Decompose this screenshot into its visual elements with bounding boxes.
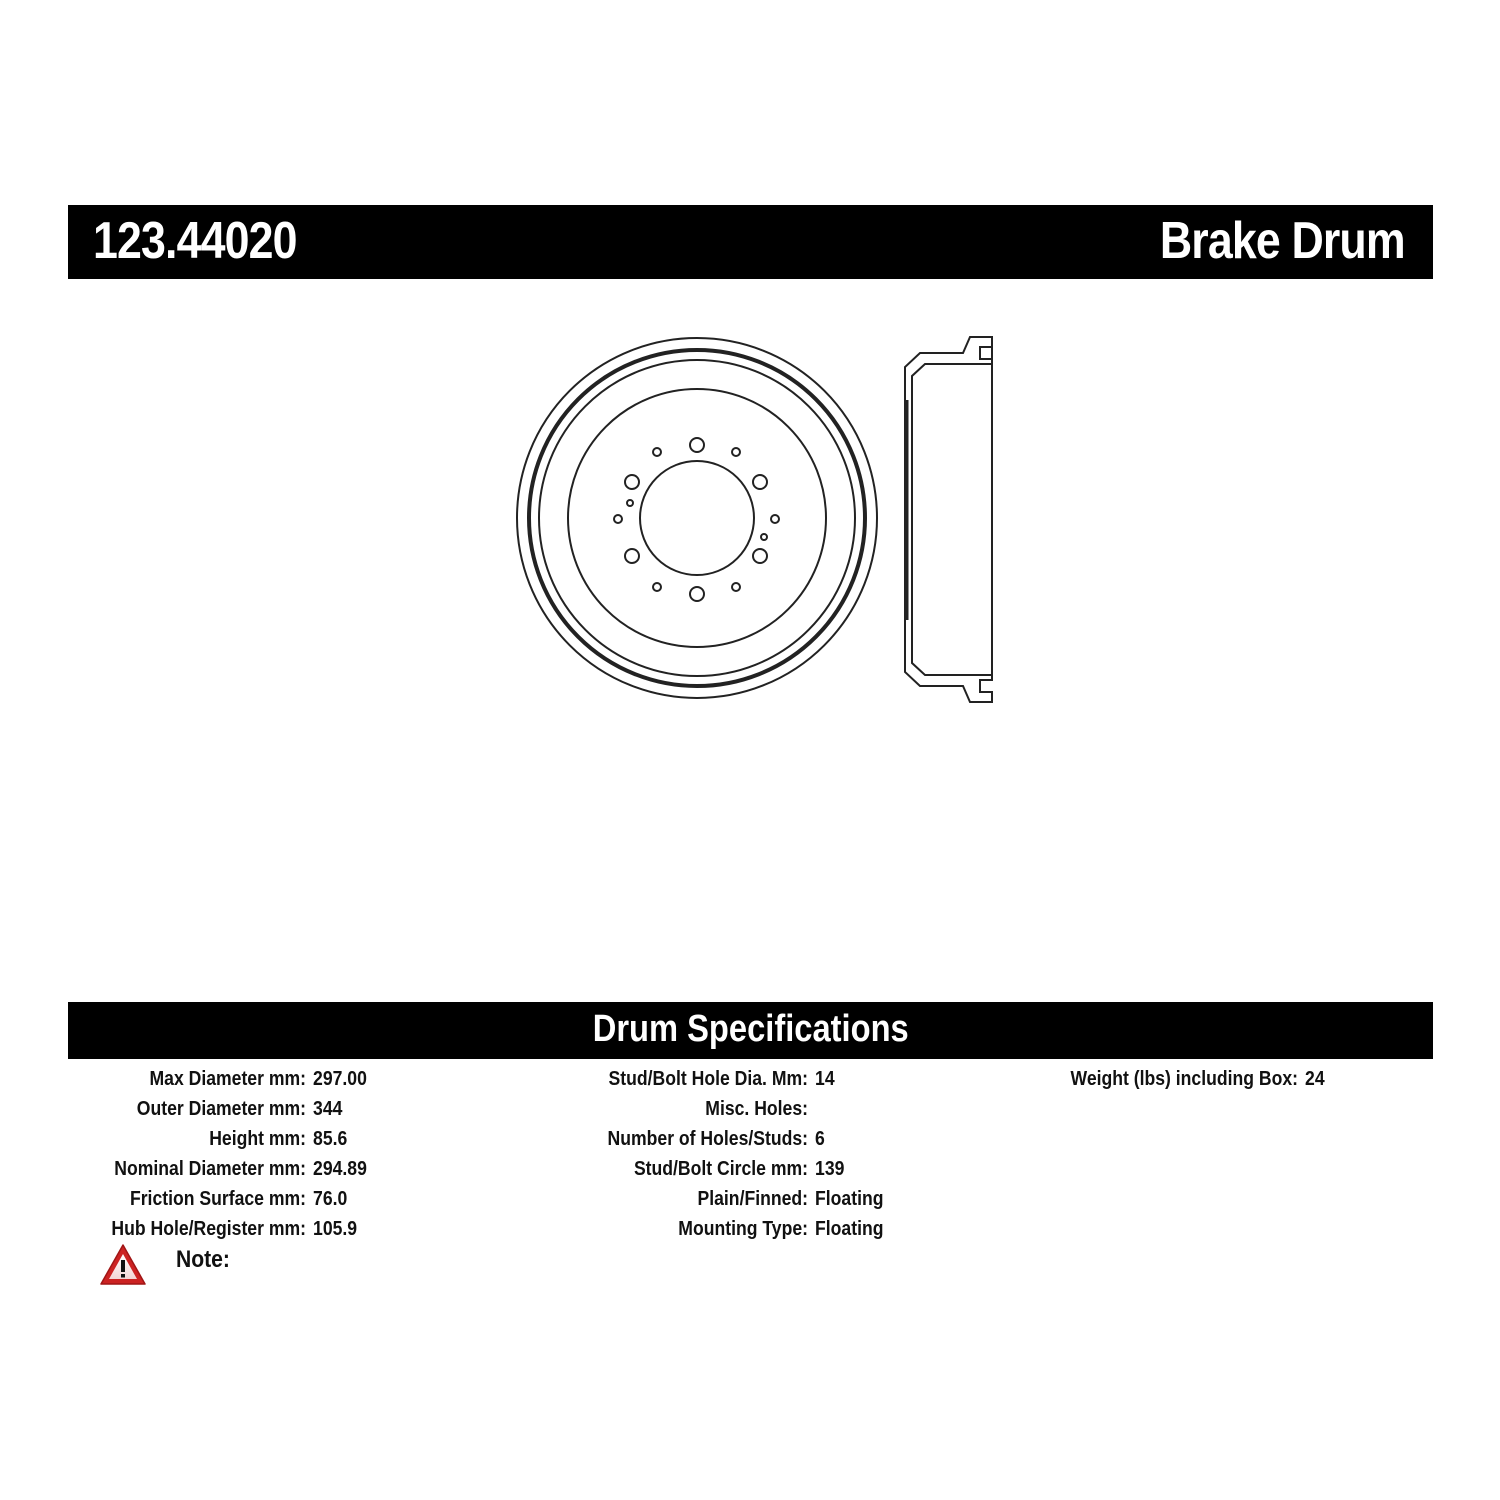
spec-value: 85.6 xyxy=(313,1128,348,1150)
spec-label: Hub Hole/Register mm: xyxy=(111,1218,306,1240)
specifications-header: Drum Specifications xyxy=(68,1002,1433,1059)
spec-value: 76.0 xyxy=(313,1188,348,1210)
note-label: Note: xyxy=(176,1246,230,1273)
brake-drum-front-view xyxy=(516,337,878,699)
spec-value: Floating xyxy=(815,1188,884,1210)
spec-label: Stud/Bolt Circle mm: xyxy=(633,1158,808,1180)
spec-column-3: Weight (lbs) including Box: 24 xyxy=(1000,1064,1328,1094)
spec-row-nominal-diameter: Nominal Diameter mm: 294.89 xyxy=(0,1154,375,1184)
technical-drawing xyxy=(516,336,993,703)
spec-label: Outer Diameter mm: xyxy=(136,1098,306,1120)
spec-row-hub-hole: Hub Hole/Register mm: 105.9 xyxy=(0,1214,375,1244)
spec-label: Friction Surface mm: xyxy=(129,1188,306,1210)
spec-label: Nominal Diameter mm: xyxy=(114,1158,306,1180)
spec-row-mounting-type: Mounting Type: Floating xyxy=(500,1214,894,1244)
spec-row-outer-diameter: Outer Diameter mm: 344 xyxy=(0,1094,375,1124)
spec-value: 139 xyxy=(815,1158,845,1180)
spec-row-weight: Weight (lbs) including Box: 24 xyxy=(1000,1064,1328,1094)
spec-label: Mounting Type: xyxy=(678,1218,808,1240)
spec-row-max-diameter: Max Diameter mm: 297.00 xyxy=(0,1064,375,1094)
spec-row-number-of-studs: Number of Holes/Studs: 6 xyxy=(500,1124,894,1154)
spec-value: 24 xyxy=(1305,1068,1325,1090)
spec-label: Height mm: xyxy=(209,1128,306,1150)
spec-value: 344 xyxy=(313,1098,343,1120)
spec-row-stud-hole-dia: Stud/Bolt Hole Dia. Mm: 14 xyxy=(500,1064,894,1094)
warning-icon xyxy=(100,1244,146,1285)
brake-drum-side-profile xyxy=(904,336,993,703)
spec-value: 297.00 xyxy=(313,1068,367,1090)
part-type: Brake Drum xyxy=(1160,212,1406,270)
part-number: 123.44020 xyxy=(93,212,298,270)
spec-value: 294.89 xyxy=(313,1158,367,1180)
spec-value: 6 xyxy=(815,1128,825,1150)
spec-row-plain-finned: Plain/Finned: Floating xyxy=(500,1184,894,1214)
spec-row-misc-holes: Misc. Holes: xyxy=(500,1094,894,1124)
spec-value: Floating xyxy=(815,1218,884,1240)
spec-row-friction-surface: Friction Surface mm: 76.0 xyxy=(0,1184,375,1214)
spec-label: Stud/Bolt Hole Dia. Mm: xyxy=(608,1068,808,1090)
spec-label: Number of Holes/Studs: xyxy=(607,1128,808,1150)
spec-label: Max Diameter mm: xyxy=(149,1068,306,1090)
spec-label: Plain/Finned: xyxy=(697,1188,808,1210)
title-bar: 123.44020 Brake Drum xyxy=(68,205,1433,279)
spec-label: Weight (lbs) including Box: xyxy=(1070,1068,1298,1090)
spec-column-1: Max Diameter mm: 297.00 Outer Diameter mm… xyxy=(0,1064,375,1244)
misc-holes xyxy=(613,447,780,592)
stud-holes xyxy=(624,437,768,602)
spec-row-height: Height mm: 85.6 xyxy=(0,1124,375,1154)
specifications-title: Drum Specifications xyxy=(592,1008,909,1050)
spec-column-2: Stud/Bolt Hole Dia. Mm: 14 Misc. Holes: N… xyxy=(500,1064,894,1244)
spec-value: 105.9 xyxy=(313,1218,358,1240)
spec-label: Misc. Holes: xyxy=(705,1098,808,1120)
spec-value: 14 xyxy=(815,1068,835,1090)
spec-row-bolt-circle: Stud/Bolt Circle mm: 139 xyxy=(500,1154,894,1184)
